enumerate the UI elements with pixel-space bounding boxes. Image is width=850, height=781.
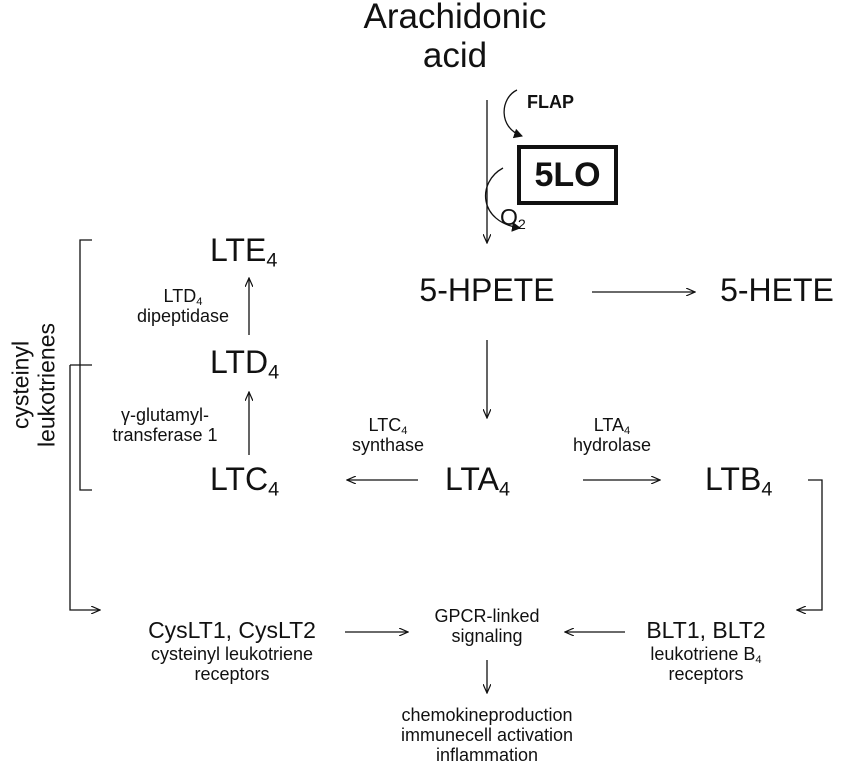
node-ltc4: LTC4	[210, 461, 280, 501]
node-ltb4: LTB4	[705, 461, 773, 501]
outcomes: chemokineproduction immunecell activatio…	[400, 705, 574, 766]
lta4-hydrolase-label: LTA4 hydrolase	[572, 415, 652, 456]
node-5-hpete: 5-HPETE	[419, 272, 555, 308]
arrow-ltb-to-blt	[797, 479, 823, 610]
node-5-hete: 5-HETE	[720, 272, 834, 308]
ltc4-synthase-label: LTC4 synthase	[351, 415, 425, 456]
ggt-label: γ-glutamyl- transferase 1	[112, 405, 218, 446]
arrow-5lo-o2	[484, 167, 521, 232]
arachidonic-acid: Arachidonic acid	[363, 0, 547, 76]
o2-label: O2	[500, 204, 526, 233]
cysteinyl-leukotrienes-label: cysteinyl leukotrienes	[7, 322, 59, 448]
gpcr-signaling: GPCR-linked signaling	[434, 606, 540, 647]
arrow-cys-to-cyslt	[69, 365, 100, 610]
blt-receptors: BLT1, BLT2 leukotriene B4 receptors	[646, 617, 766, 684]
flap-label: FLAP	[527, 92, 574, 112]
cyslt-receptors: CysLT1, CysLT2 cysteinyl leukotriene rec…	[148, 617, 316, 684]
node-lta4: LTA4	[445, 461, 510, 501]
arrow-flap-to-5lo	[503, 89, 523, 139]
node-ltd4: LTD4	[210, 344, 280, 384]
five-lo-box: 5LO	[517, 145, 618, 205]
ltd4-dipeptidase-label: LTD4 dipeptidase	[136, 286, 230, 327]
node-lte4: LTE4	[210, 232, 278, 272]
